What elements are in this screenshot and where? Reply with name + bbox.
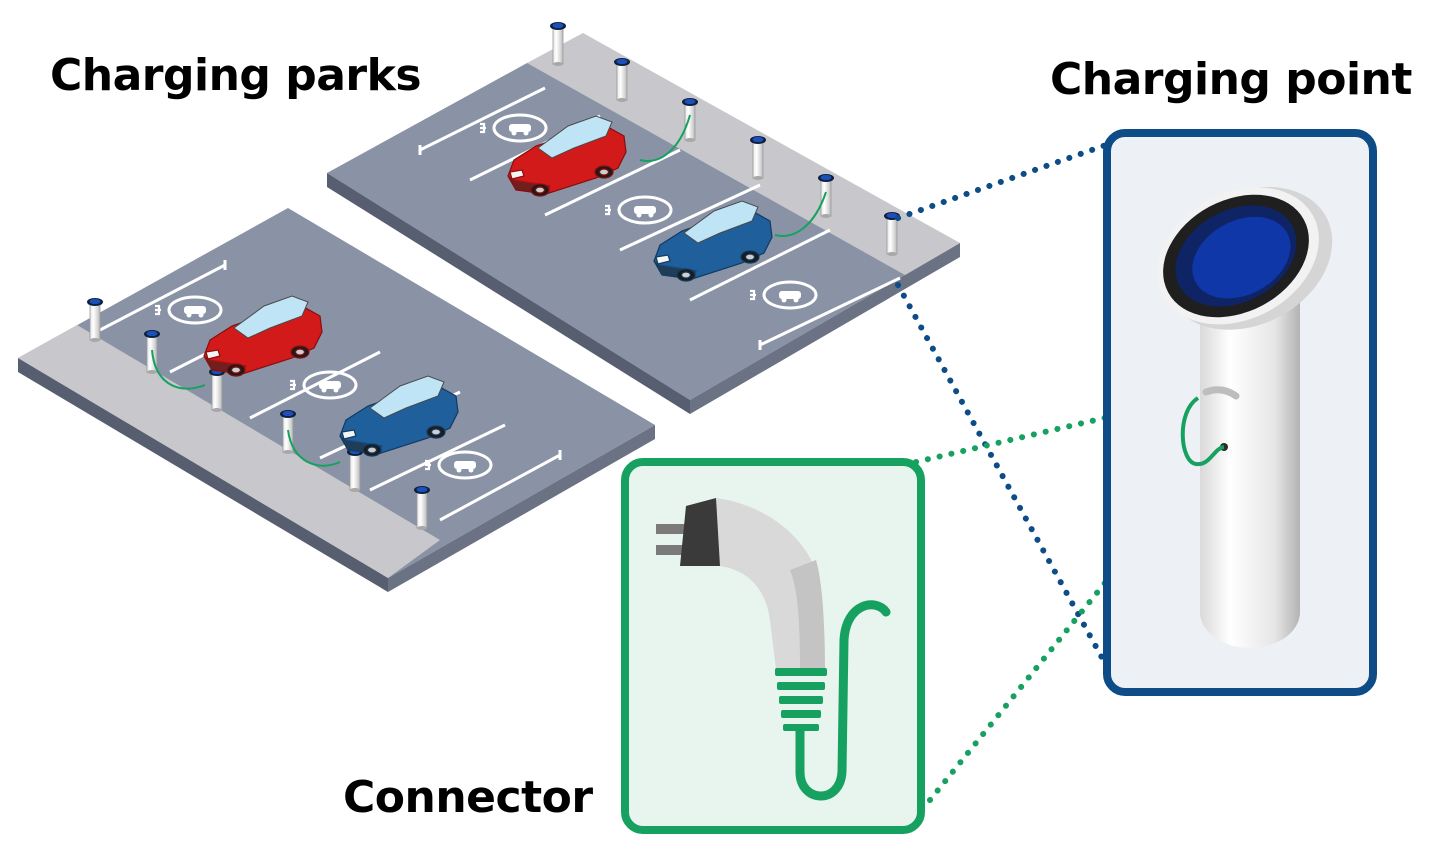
charging-cable [639,114,691,162]
charging-cable [795,600,891,801]
strain-relief [775,668,827,731]
connector-callout [621,458,925,834]
charging-cable [774,191,827,237]
charging-point-label: Charging point [1050,54,1412,105]
connector-label: Connector [343,772,593,823]
charging-post-icon [1157,186,1333,648]
charging-point-callout [1103,129,1377,696]
charging-cable [151,349,206,390]
charging-cable [287,429,341,467]
charging-park-front [18,208,655,592]
charging-park-back [327,21,960,414]
charging-parks-label: Charging parks [50,50,422,101]
callout-lines-point [895,142,1109,668]
charging-cable [1180,396,1225,467]
callout-lines-connector [913,395,1211,803]
plug-icon [656,498,891,801]
parking-lines [418,86,901,350]
